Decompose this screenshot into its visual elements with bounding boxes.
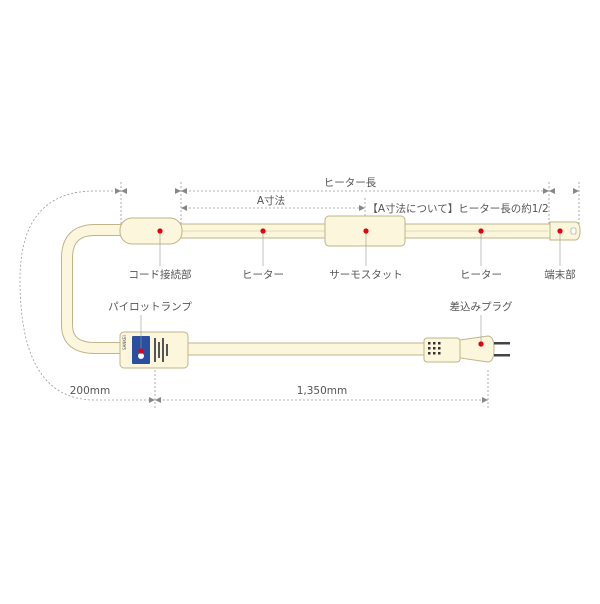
label-heater-length: ヒーター長 xyxy=(324,177,377,189)
label-a-dimension: A寸法 xyxy=(257,194,285,207)
controller-marks xyxy=(154,338,168,362)
label-cord-joint: コード接続部 xyxy=(129,268,192,281)
label-pilot-lamp: パイロットランプ xyxy=(108,301,192,313)
plug xyxy=(423,335,510,363)
label-end-part: 端末部 xyxy=(544,268,576,281)
dimension-lines xyxy=(19,182,580,408)
pilot-lamp-light xyxy=(138,353,144,359)
label-heater-left: ヒーター xyxy=(242,269,284,281)
label-a-note: 【A寸法について】ヒーター長の約1/2 xyxy=(367,202,548,215)
cord-loop xyxy=(61,224,131,354)
power-cord xyxy=(184,342,431,356)
label-heater-right: ヒーター xyxy=(460,269,502,281)
dimension-arrows xyxy=(115,188,579,403)
label-200mm: 200mm xyxy=(70,385,111,397)
end-cap xyxy=(549,221,581,241)
markers xyxy=(138,228,563,354)
label-thermostat: サーモスタット xyxy=(329,269,403,281)
label-1350mm: 1,350mm xyxy=(297,385,348,397)
controller-logo: SANKEI xyxy=(122,335,127,350)
label-plug: 差込みプラグ xyxy=(450,300,513,313)
cord-joint xyxy=(119,217,183,245)
